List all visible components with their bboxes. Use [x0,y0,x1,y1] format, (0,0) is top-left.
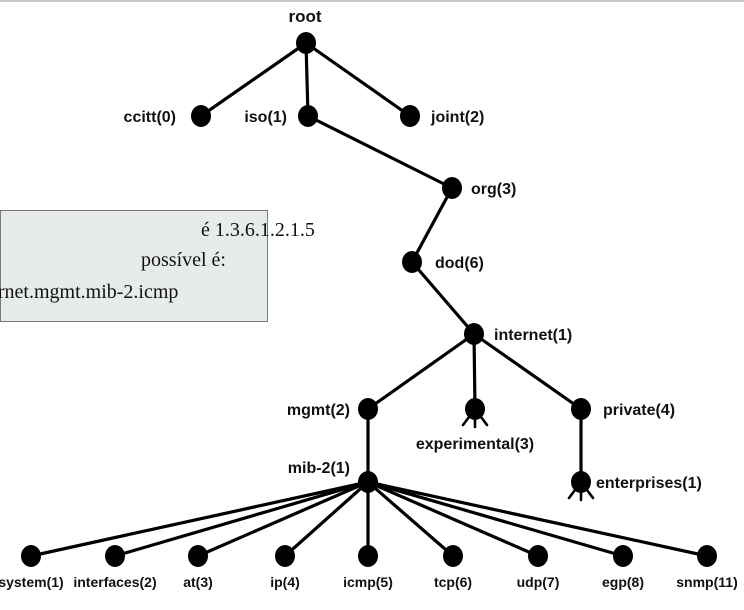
edge-mib2-interfaces [113,480,370,558]
label-mgmt: mgmt(2) [287,402,350,419]
edge-mib2-at [196,480,370,558]
edge-dod-internet [410,260,476,336]
top-divider [0,0,744,2]
label-udp: udp(7) [517,574,560,590]
edge-org-dod [410,186,454,264]
callout-line-1: é 1.3.6.1.2.1.5 [201,219,315,241]
label-mib2: mib-2(1) [288,460,350,477]
oid-callout-box: é 1.3.6.1.2.1.5 possível é: ernet.mgmt.m… [0,210,315,322]
edge-mib2-snmp [366,480,709,558]
node-iso [298,105,318,127]
node-experimental [465,398,485,420]
node-ccitt [191,105,211,127]
node-icmp [358,545,378,567]
callout-line-2: possível é: [141,249,226,271]
edge-internet-mgmt [366,332,476,411]
label-iso: iso(1) [244,109,287,126]
node-enterprises [571,471,591,493]
label-root: root [288,7,321,26]
label-org: org(3) [471,181,516,198]
label-joint: joint(2) [430,109,484,126]
edge-root-ccitt [199,41,308,118]
node-org [442,177,462,199]
label-icmp: icmp(5) [343,574,393,590]
label-internet: internet(1) [494,327,572,344]
label-system: system(1) [0,574,64,590]
node-mgmt [358,398,378,420]
edge-mib2-ip [283,480,370,558]
node-system [21,545,41,567]
node-at [188,545,208,567]
node-dod [402,251,422,273]
label-dod: dod(6) [435,255,484,272]
edge-iso-org [306,114,454,190]
label-experimental: experimental(3) [416,436,534,453]
label-enterprises: enterprises(1) [596,475,702,492]
edge-root-joint [304,41,412,118]
edge-mib2-system [29,480,370,558]
node-mib2 [358,471,378,493]
callout-line-3: ernet.mgmt.mib-2.icmp [0,281,179,303]
edge-internet-private [472,332,583,411]
node-internet [464,323,484,345]
label-at: at(3) [183,574,213,590]
node-egp [613,545,633,567]
edge-internet-experimental [472,332,477,411]
node-snmp [697,545,717,567]
edge-root-iso [304,41,310,118]
node-joint [400,105,420,127]
node-root [296,32,316,54]
label-ccitt: ccitt(0) [124,109,176,126]
node-udp [528,545,548,567]
edge-mib2-tcp [366,480,455,558]
label-ip: ip(4) [270,574,300,590]
edge-mib2-egp [366,480,625,558]
edge-mib2-udp [366,480,540,558]
label-private: private(4) [603,402,675,419]
node-ip [275,545,295,567]
node-tcp [443,545,463,567]
label-egp: egp(8) [602,574,644,590]
label-interfaces: interfaces(2) [73,574,156,590]
label-tcp: tcp(6) [434,574,472,590]
node-private [571,398,591,420]
label-snmp: snmp(11) [676,574,737,590]
node-interfaces [105,545,125,567]
